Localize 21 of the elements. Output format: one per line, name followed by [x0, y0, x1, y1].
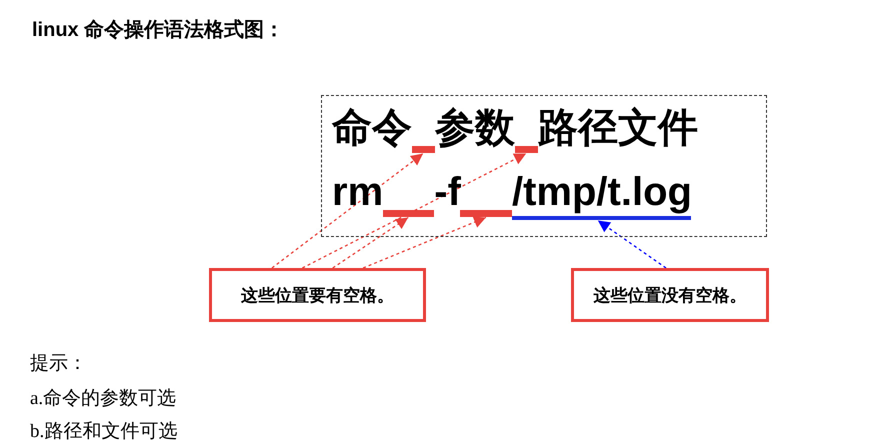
- leader-arrow: [302, 152, 526, 269]
- note-text: b.路径和文件可选: [30, 420, 178, 444]
- leader-arrow: [332, 216, 409, 269]
- note-heading: 提示：: [30, 352, 87, 376]
- note-text: a.命令的参数可选: [30, 387, 176, 411]
- command-text: 命令 参数 路径文件: [332, 105, 698, 152]
- space-mark: [412, 146, 435, 152]
- dashed-frame: [321, 95, 767, 237]
- space-mark: [514, 146, 538, 152]
- leader-arrow: [598, 220, 666, 269]
- callout-box: [571, 268, 769, 322]
- leader-arrow: [362, 216, 486, 269]
- leader-arrow: [272, 152, 424, 269]
- title: linux 命令操作语法格式图：: [32, 18, 284, 43]
- callout-box: [209, 268, 426, 322]
- underline: [512, 216, 692, 220]
- space-mark: [382, 210, 434, 216]
- space-mark: [460, 210, 512, 216]
- callout-text: 这些位置要有空格。: [241, 284, 394, 306]
- callout-text: 这些位置没有空格。: [594, 284, 746, 306]
- command-text: rm -f /tmp/t.log: [332, 169, 692, 216]
